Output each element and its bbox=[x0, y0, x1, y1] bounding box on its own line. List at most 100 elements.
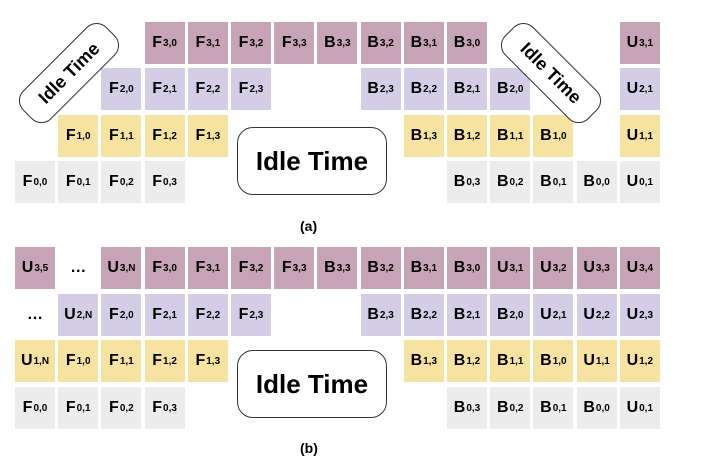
cell-op-label: B bbox=[410, 34, 423, 51]
cell-index-label: 2,2 bbox=[423, 309, 438, 321]
cell-op-label: F bbox=[65, 173, 76, 190]
cell-index-label: 1,3 bbox=[423, 130, 438, 142]
cell-index-label: 3,0 bbox=[163, 262, 177, 274]
cell-index-label: 2,0 bbox=[509, 83, 524, 95]
cell-op-label: F bbox=[195, 80, 206, 97]
cell-index-label: 3,1 bbox=[639, 37, 654, 49]
cell-op-label: F bbox=[195, 259, 206, 276]
cell-index-label: 0,3 bbox=[163, 176, 177, 188]
cell-index-label: 1,1 bbox=[595, 355, 610, 367]
cell-op-label: B bbox=[367, 34, 379, 51]
cell-index-label: 2,1 bbox=[639, 83, 654, 95]
cell-index-label: 3,1 bbox=[206, 37, 221, 49]
cell-op-label: B bbox=[453, 306, 466, 323]
cell-op-label: F bbox=[22, 173, 33, 190]
cell-op-label: F bbox=[281, 259, 292, 276]
cell-op-label: F bbox=[195, 127, 206, 144]
cell-op-label: F bbox=[238, 306, 249, 323]
cell-op-label: U bbox=[583, 259, 595, 276]
cell-op-label: B bbox=[410, 352, 423, 369]
cell-index-label: 2,N bbox=[76, 309, 93, 321]
cell-index-label: 2,1 bbox=[163, 83, 177, 95]
cell-index-label: 3,3 bbox=[292, 37, 307, 49]
cell-index-label: 2,1 bbox=[466, 309, 481, 321]
cell-op-label: U bbox=[583, 352, 595, 369]
cell-index-label: 3,1 bbox=[509, 262, 524, 274]
cell-index-label: 0,2 bbox=[509, 176, 524, 188]
cell-op-label: F bbox=[281, 34, 292, 51]
cell-index-label: 3,1 bbox=[206, 262, 221, 274]
cell-index-label: 2,3 bbox=[379, 309, 394, 321]
cell-op-label: F bbox=[65, 399, 76, 416]
cell-index-label: 0,1 bbox=[552, 402, 567, 414]
cell-index-label: 1,1 bbox=[639, 130, 654, 142]
cell-op-label: B bbox=[453, 399, 466, 416]
cell-index-label: 3,4 bbox=[639, 262, 654, 274]
cell-op-label: B bbox=[367, 259, 379, 276]
cell-op-label: B bbox=[367, 306, 379, 323]
cell-index-label: 3,3 bbox=[595, 262, 610, 274]
cell-op-label: B bbox=[583, 173, 595, 190]
cell-op-label: B bbox=[453, 173, 466, 190]
cell-op-label: F bbox=[238, 259, 249, 276]
cell-index-label: 2,2 bbox=[206, 83, 221, 95]
cell-index-label: 0,3 bbox=[466, 176, 481, 188]
cell-op-label: U bbox=[583, 306, 595, 323]
cell-op-label: F bbox=[22, 399, 33, 416]
cell-index-label: 3,0 bbox=[466, 262, 481, 274]
cell-op-label: B bbox=[583, 399, 595, 416]
cell-index-label: 3,2 bbox=[249, 37, 264, 49]
cell-index-label: 3,5 bbox=[34, 262, 49, 274]
cell-index-label: 2,1 bbox=[466, 83, 481, 95]
cell-op-label: B bbox=[410, 80, 423, 97]
idle-time-label-a: Idle Time bbox=[237, 127, 387, 195]
cell-index-label: 3,3 bbox=[336, 37, 351, 49]
cell-index-label: 3,3 bbox=[292, 262, 307, 274]
cell-index-label: 3,0 bbox=[466, 37, 481, 49]
cell-op-label: B bbox=[453, 127, 466, 144]
cell-op-label: F bbox=[109, 80, 119, 97]
cell-index-label: 1,1 bbox=[509, 355, 524, 367]
cell-op-label: F bbox=[109, 127, 119, 144]
cell-index-label: 0,1 bbox=[552, 176, 567, 188]
cell-index-label: 0,2 bbox=[119, 176, 134, 188]
cell-index-label: 1,1 bbox=[509, 130, 524, 142]
cell-op-label: F bbox=[152, 34, 163, 51]
cell-op-label: F bbox=[65, 352, 76, 369]
cell-index-label: 0,1 bbox=[639, 402, 654, 414]
cell-op-label: U bbox=[107, 259, 119, 276]
cell-index-label: 1,N bbox=[33, 355, 50, 367]
cell-op-label: F bbox=[195, 352, 206, 369]
cell-index-label: 2,0 bbox=[509, 309, 524, 321]
cell-index-label: 1,2 bbox=[163, 355, 177, 367]
